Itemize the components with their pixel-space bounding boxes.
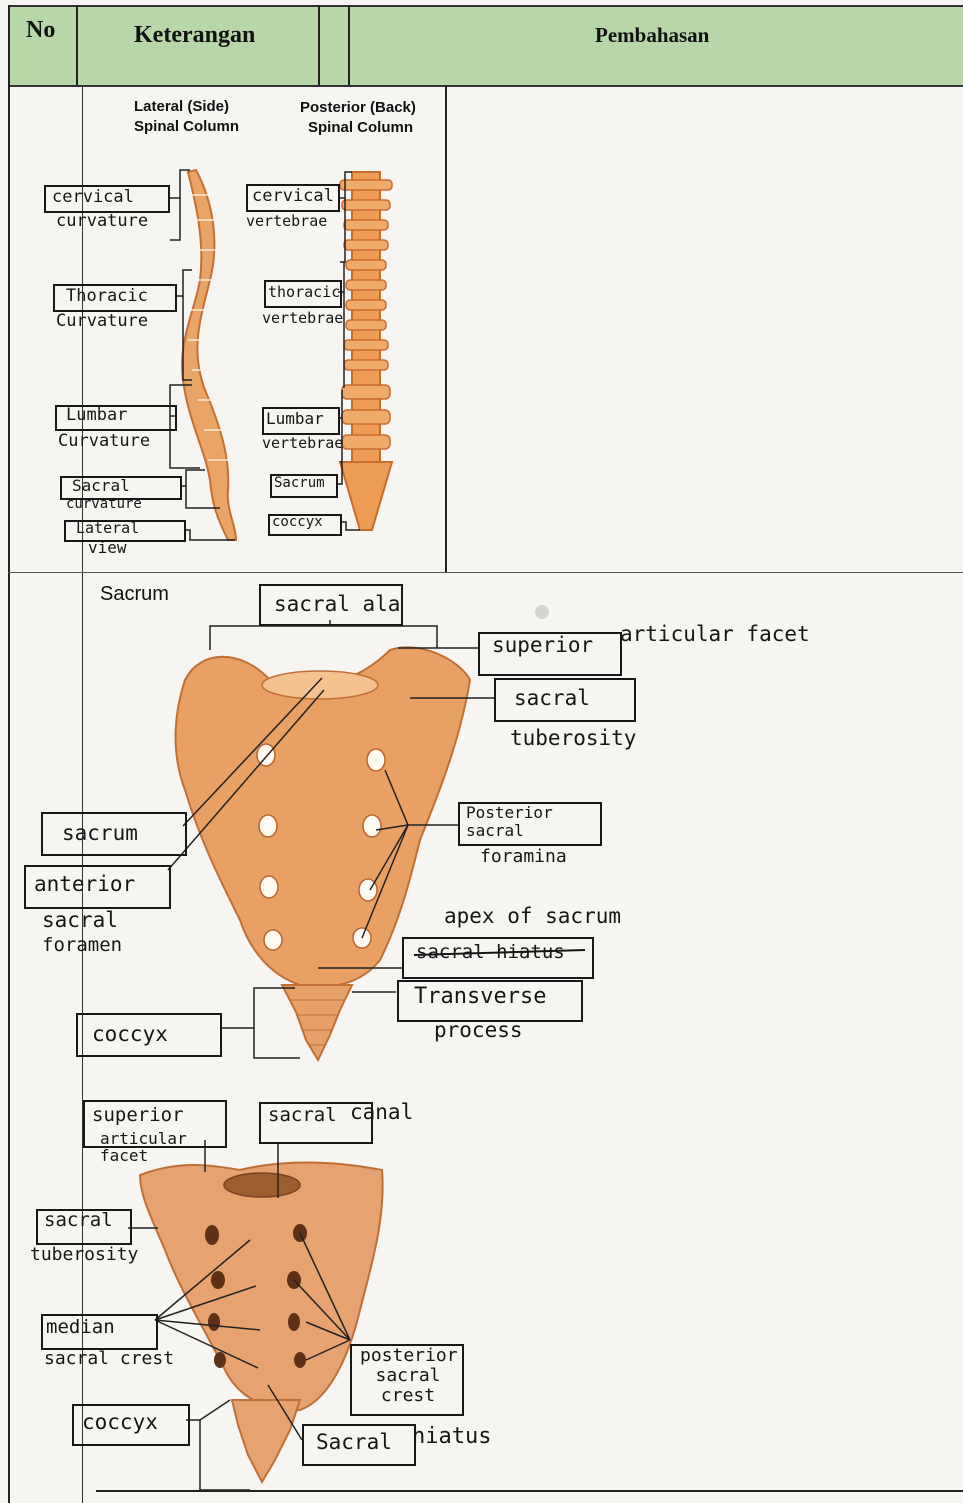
sacrum-label-s2: sacrum	[62, 821, 138, 845]
posterior-sacral-foramina-label: Posterior sacral	[466, 804, 586, 840]
lateral-view-text: view	[88, 538, 127, 557]
thoracic-vertebrae-text: vertebrae	[262, 309, 343, 327]
median-sacral-crest-label: median	[46, 1316, 115, 1338]
sacral-canal-text: canal	[350, 1100, 413, 1124]
lateral-spine-illustration	[182, 170, 236, 540]
superior-articular-text: articular facet	[620, 622, 810, 646]
cervical-vertebrae-label: cervical	[252, 186, 334, 206]
sacrum-posterior-illustration	[140, 1163, 383, 1411]
transverse-process-text: process	[434, 1018, 523, 1042]
coccyx-label: coccyx	[272, 514, 323, 530]
sacral-hiatus-struck-text: sacral hiatus	[416, 941, 565, 963]
sacral-curvature-label: Sacral	[72, 476, 130, 495]
transverse-process-label: Transverse	[414, 984, 546, 1009]
sacral-tuberosity-text-s3: tuberosity	[30, 1244, 138, 1265]
coccyx-illustration	[282, 985, 352, 1060]
sacral-tuberosity-label-s3: sacral	[44, 1209, 113, 1231]
sacral-curvature-text: curvature	[66, 496, 142, 512]
superior-articular-facet-text: articular facet	[100, 1130, 210, 1164]
sacrum-label: Sacrum	[274, 475, 325, 491]
lumbar-curvature-text: Curvature	[58, 431, 150, 451]
sacral-hiatus-text-s3: hiatus	[412, 1424, 491, 1449]
superior-articular-label: superior	[492, 633, 593, 657]
superior-articular-facet-label: superior	[92, 1104, 184, 1126]
lateral-view-label: Lateral	[76, 519, 139, 537]
sacral-hiatus-label-s3: Sacral	[316, 1430, 392, 1454]
coccyx-posterior-illustration	[232, 1400, 300, 1482]
sacral-tuberosity-text: tuberosity	[510, 726, 636, 750]
apex-of-sacrum-text: apex of sacrum	[444, 904, 621, 928]
posterior-sacral-crest-label: posterior sacral crest	[360, 1346, 456, 1406]
coccyx-label-s2: coccyx	[92, 1022, 168, 1046]
coccyx-label-s3: coccyx	[82, 1410, 158, 1434]
sacral-tuberosity-label: sacral	[514, 686, 590, 710]
anterior-sacral-foramen-label: anterior	[34, 872, 135, 896]
lumbar-curvature-label: Lumbar	[66, 405, 127, 425]
sacrum-title: Sacrum	[100, 583, 169, 606]
thoracic-curvature-text: Curvature	[56, 311, 148, 331]
cervical-curvature-label: cervical	[52, 187, 134, 207]
anterior-sacral-foramen-text-1: sacral	[42, 908, 118, 932]
posterior-sacrum-illustration	[340, 462, 392, 530]
smudge-mark	[535, 605, 549, 619]
thoracic-vertebrae-label: thoracic	[268, 283, 340, 301]
sacral-ala-label: sacral ala	[274, 592, 400, 616]
median-sacral-crest-text: sacral crest	[44, 1348, 174, 1369]
cervical-vertebrae-text: vertebrae	[246, 212, 327, 230]
posterior-sacral-foramina-text: foramina	[480, 846, 567, 867]
cervical-curvature-text: curvature	[56, 211, 148, 231]
thoracic-curvature-label: Thoracic	[66, 286, 148, 306]
anterior-sacral-foramen-text-2: foramen	[42, 934, 122, 956]
lumbar-vertebrae-text: vertebrae	[262, 434, 343, 452]
lumbar-vertebrae-label: Lumbar	[266, 409, 324, 428]
sacral-canal-label: sacral	[268, 1104, 337, 1126]
